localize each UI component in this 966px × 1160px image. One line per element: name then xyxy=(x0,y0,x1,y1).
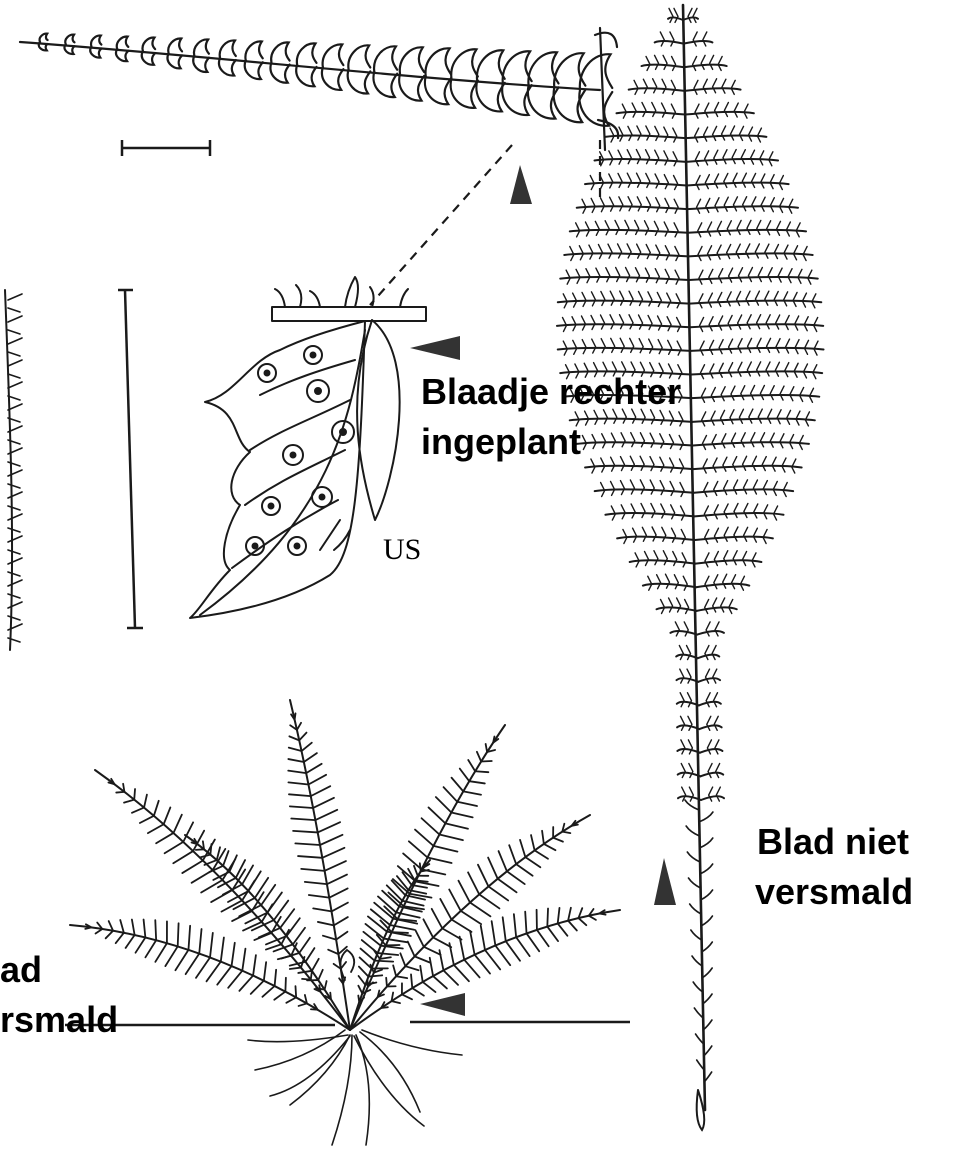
label-blade-not-narrowed-line2: versmald xyxy=(755,870,913,914)
scale-bar-short xyxy=(122,140,210,156)
label-us-mark: US xyxy=(383,533,421,567)
arrow-marker-top xyxy=(510,165,532,204)
fern-rosette-drawing xyxy=(70,700,620,1145)
label-blade-not-narrowed-line1: Blad niet xyxy=(757,820,909,864)
scale-bar-tall xyxy=(118,290,143,628)
frond-fragment-left xyxy=(5,290,22,650)
label-blade-narrowed-line2: rsmald xyxy=(0,998,118,1042)
dashed-guide-lines xyxy=(370,140,600,305)
label-leaflet-attached-line2: ingeplant xyxy=(421,420,581,464)
arrow-markers xyxy=(410,165,676,1016)
arrow-marker-stipe xyxy=(654,858,676,905)
arrow-marker-base xyxy=(420,993,465,1016)
pinna-drawing-top xyxy=(20,28,618,150)
frond-drawing-right xyxy=(557,5,824,1130)
arrow-marker-leaflet xyxy=(410,336,460,360)
label-leaflet-attached-line1: Blaadje rechter xyxy=(421,370,681,414)
label-blade-narrowed-line1: ad xyxy=(0,948,42,992)
